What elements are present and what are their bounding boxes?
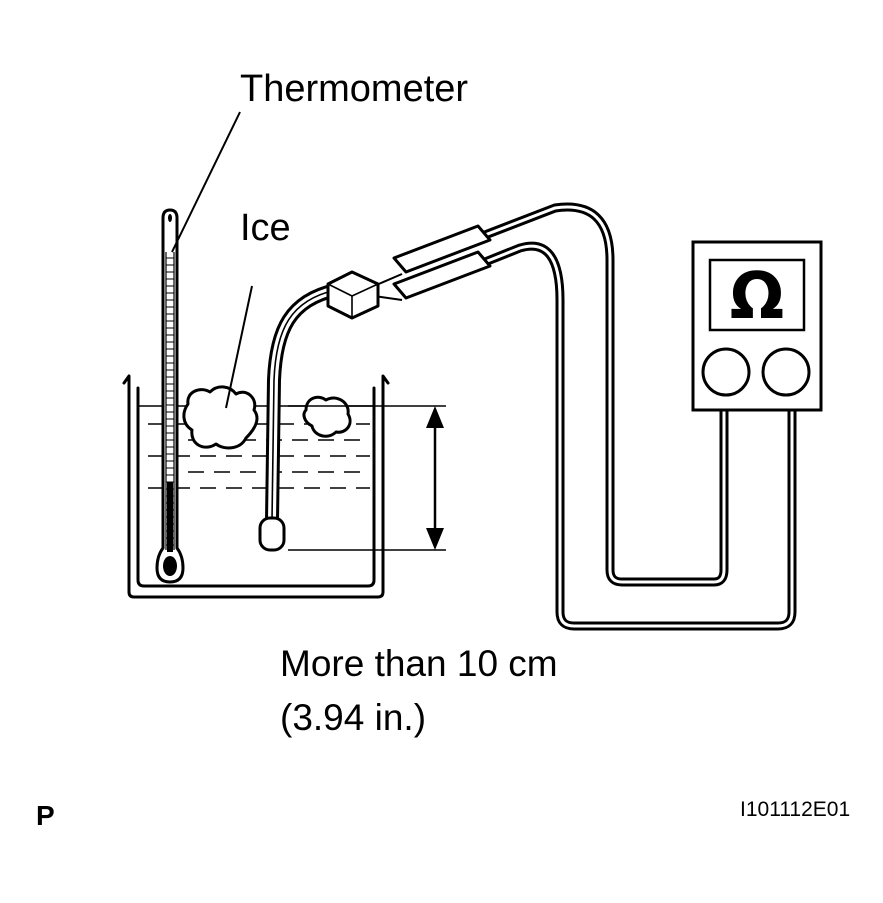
ohm-symbol: Ω (730, 260, 784, 334)
sensor-connector (326, 224, 492, 320)
ice-label: Ice (240, 207, 291, 249)
depth-dimension (288, 405, 446, 551)
meter-terminal-left (701, 347, 751, 397)
water-container (122, 374, 390, 599)
meter-leads (480, 202, 797, 631)
depth-label-metric: More than 10 cm (280, 643, 558, 684)
ice-chunk-small (302, 395, 352, 438)
thermometer (155, 208, 185, 584)
leader-lines (171, 111, 253, 409)
thermometer-label: Thermometer (240, 68, 469, 110)
meter-terminal-right (761, 347, 811, 397)
ohmmeter: Ω (691, 240, 823, 412)
ice-chunk-large (182, 385, 259, 450)
ice-chunks (182, 385, 352, 450)
temperature-sensor (258, 283, 343, 552)
figure-code: I101112E01 (740, 798, 851, 821)
view-marker: P (36, 800, 55, 831)
depth-label-imperial: (3.94 in.) (280, 697, 427, 738)
